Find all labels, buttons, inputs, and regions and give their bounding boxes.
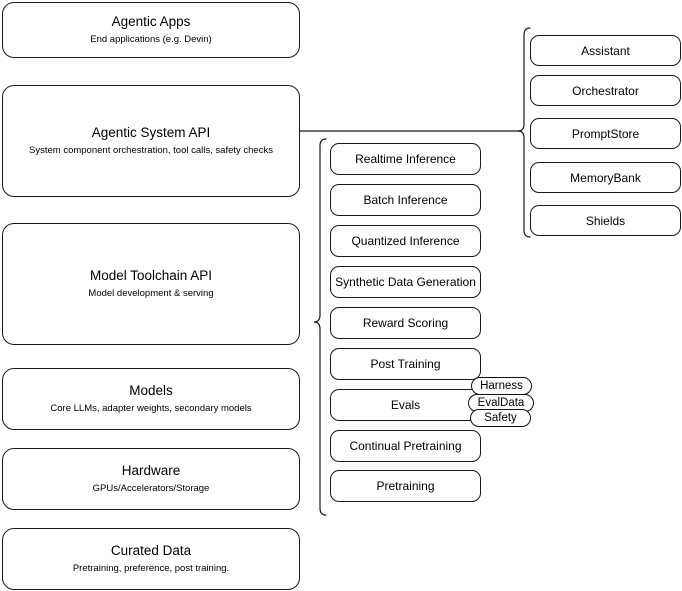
capability-reward-scoring[interactable]: Reward Scoring — [330, 307, 481, 339]
capability-continual-pretraining[interactable]: Continual Pretraining — [330, 430, 481, 462]
layer-agentic-apps[interactable]: Agentic Apps End applications (e.g. Devi… — [2, 2, 300, 58]
capability-synthetic-data-generation[interactable]: Synthetic Data Generation — [330, 266, 481, 298]
capability-post-training[interactable]: Post Training — [330, 348, 481, 380]
component-shields[interactable]: Shields — [530, 205, 681, 236]
layer-subtitle: GPUs/Accelerators/Storage — [92, 483, 210, 494]
capability-quantized-inference[interactable]: Quantized Inference — [330, 225, 481, 257]
layer-title: Model Toolchain API — [89, 268, 213, 283]
component-label: PromptStore — [571, 126, 640, 141]
capability-label: Synthetic Data Generation — [335, 275, 476, 289]
layer-agentic-system-api[interactable]: Agentic System API System component orch… — [2, 85, 300, 197]
connector-agentic-system-to-components — [300, 121, 522, 141]
layer-subtitle: System component orchestration, tool cal… — [29, 145, 273, 156]
layer-title: Agentic System API — [91, 125, 211, 140]
component-assistant[interactable]: Assistant — [530, 35, 681, 66]
evals-badge-safety[interactable]: Safety — [470, 409, 531, 427]
layer-title: Hardware — [121, 463, 181, 478]
layer-models[interactable]: Models Core LLMs, adapter weights, secon… — [2, 368, 300, 430]
capability-batch-inference[interactable]: Batch Inference — [330, 184, 481, 216]
component-memorybank[interactable]: MemoryBank — [530, 162, 681, 193]
component-promptstore[interactable]: PromptStore — [530, 118, 681, 149]
capability-label: Reward Scoring — [362, 316, 449, 330]
layer-title: Agentic Apps — [111, 14, 191, 29]
capability-label: Pretraining — [376, 479, 435, 493]
capability-pretraining[interactable]: Pretraining — [330, 470, 481, 502]
capability-label: Batch Inference — [363, 193, 448, 207]
capability-label: Quantized Inference — [351, 234, 460, 248]
component-label: Shields — [585, 213, 626, 228]
layer-title: Models — [129, 383, 173, 398]
layer-model-toolchain-api[interactable]: Model Toolchain API Model development & … — [2, 223, 300, 345]
evals-badge-label: Harness — [480, 379, 523, 392]
evals-badge-label: Safety — [484, 411, 517, 424]
layer-title: Curated Data — [110, 543, 192, 558]
component-label: MemoryBank — [570, 170, 641, 185]
layer-subtitle: Core LLMs, adapter weights, secondary mo… — [50, 403, 252, 414]
capability-realtime-inference[interactable]: Realtime Inference — [330, 143, 481, 175]
capability-evals[interactable]: Evals — [330, 389, 481, 421]
brace-toolchain-capabilities — [300, 136, 334, 520]
layer-subtitle: End applications (e.g. Devin) — [90, 34, 212, 45]
layer-subtitle: Model development & serving — [88, 288, 214, 299]
capability-label: Continual Pretraining — [349, 439, 462, 453]
component-orchestrator[interactable]: Orchestrator — [530, 75, 681, 106]
evals-badge-label: EvalData — [477, 396, 525, 409]
capability-label: Post Training — [370, 357, 441, 371]
layer-subtitle: Pretraining, preference, post training. — [72, 563, 230, 574]
evals-badge-harness[interactable]: Harness — [471, 377, 532, 395]
layer-hardware[interactable]: Hardware GPUs/Accelerators/Storage — [2, 448, 300, 510]
component-label: Assistant — [581, 43, 630, 58]
component-label: Orchestrator — [572, 83, 639, 98]
evals-badge-evaldata[interactable]: EvalData — [468, 394, 534, 412]
capability-label: Realtime Inference — [355, 152, 456, 166]
layer-curated-data[interactable]: Curated Data Pretraining, preference, po… — [2, 528, 300, 590]
capability-label: Evals — [390, 398, 421, 412]
